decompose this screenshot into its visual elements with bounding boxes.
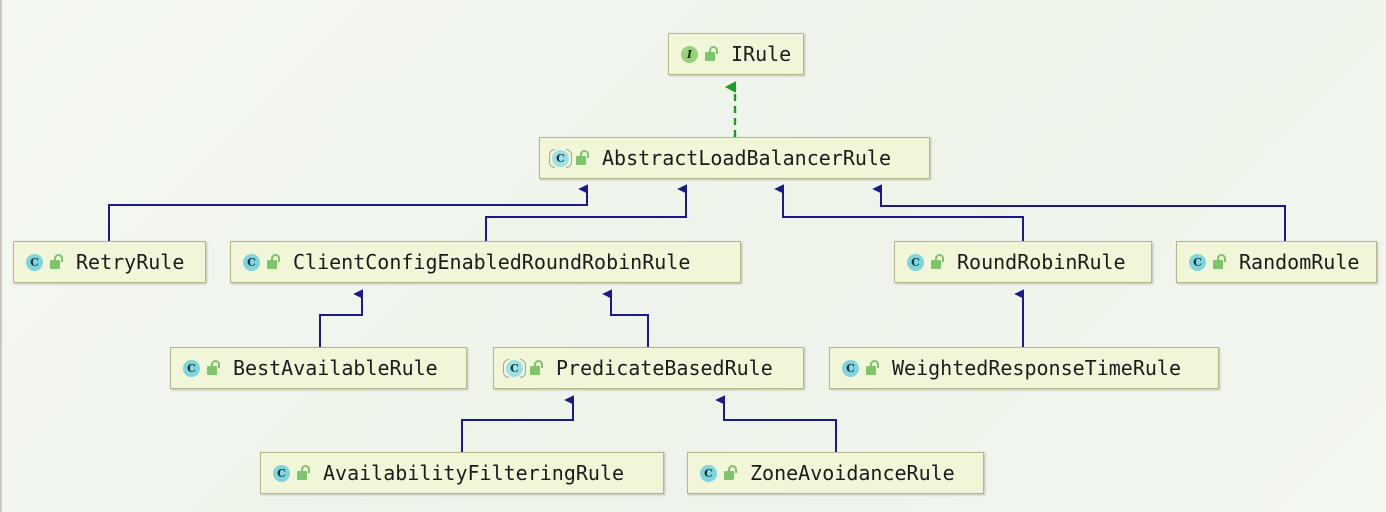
edge-zoneavoidancerule-to-predicatebasedrule (715, 395, 837, 452)
class-icon: C (24, 252, 45, 273)
class-node-label: PredicateBasedRule (556, 356, 773, 380)
node-icons-abstractloadbalancerrule: C (549, 148, 591, 169)
class-node-label: ClientConfigEnabledRoundRobinRule (293, 250, 691, 274)
class-node-bestavailablerule[interactable]: C BestAvailableRule (170, 347, 467, 389)
public-lock-icon (207, 360, 222, 376)
class-icon: C (905, 252, 926, 273)
node-icons-retryrule: C (24, 252, 65, 273)
edge-roundrobinrule-to-abstractloadbalancerrule (774, 184, 1024, 241)
public-lock-icon (297, 465, 312, 481)
class-icon: C (241, 252, 262, 273)
class-icon: C (840, 358, 861, 379)
edge-retryrule-to-abstractloadbalancerrule (108, 184, 589, 241)
class-node-zoneavoidancerule[interactable]: C ZoneAvoidanceRule (687, 452, 984, 494)
edge-randomrule-to-abstractloadbalancerrule (872, 184, 1286, 241)
class-node-label: WeightedResponseTimeRule (892, 356, 1181, 380)
public-lock-icon (50, 254, 65, 270)
class-node-label: RandomRule (1239, 250, 1360, 274)
class-node-predicatebasedrule[interactable]: C PredicateBasedRule (493, 347, 804, 389)
node-icons-clientconfigenabledroundrobinrule: C (241, 252, 282, 273)
node-icons-bestavailablerule: C (181, 358, 222, 379)
class-node-label: IRule (731, 42, 792, 66)
node-icons-weightedresponsetimerule: C (840, 358, 881, 379)
class-node-weightedresponsetimerule[interactable]: C WeightedResponseTimeRule (829, 347, 1219, 389)
node-icons-predicatebasedrule: C (503, 358, 545, 379)
class-node-label: AbstractLoadBalancerRule (602, 146, 891, 170)
class-icon: C (698, 463, 719, 484)
class-icon: C (181, 358, 202, 379)
node-icons-zoneavoidancerule: C (698, 463, 739, 484)
public-lock-icon (724, 465, 739, 481)
public-lock-icon (530, 360, 545, 376)
class-node-label: RetryRule (76, 250, 185, 274)
node-icons-randomrule: C (1187, 252, 1228, 273)
public-lock-icon (705, 46, 720, 62)
class-node-randomrule[interactable]: C RandomRule (1176, 241, 1377, 283)
public-lock-icon (576, 150, 591, 166)
public-lock-icon (866, 360, 881, 376)
class-node-availabilityfilteringrule[interactable]: C AvailabilityFilteringRule (260, 452, 664, 494)
edge-bestavailablerule-to-clientconfigenabledroundrobinrule (319, 289, 364, 347)
class-icon: C (1187, 252, 1208, 273)
edge-availabilityfilteringrule-to-predicatebasedrule (461, 395, 575, 452)
node-icons-availabilityfilteringrule: C (271, 463, 312, 484)
class-icon: C (271, 463, 292, 484)
edge-predicatebasedrule-to-clientconfigenabledroundrobinrule (602, 289, 649, 347)
class-node-retryrule[interactable]: C RetryRule (13, 241, 206, 283)
interface-icon: I (679, 44, 700, 65)
class-node-clientconfigenabledroundrobinrule[interactable]: C ClientConfigEnabledRoundRobinRule (230, 241, 741, 283)
class-node-label: BestAvailableRule (233, 356, 438, 380)
abstract-class-icon: C (549, 148, 572, 169)
class-node-label: ZoneAvoidanceRule (750, 461, 955, 485)
public-lock-icon (1213, 254, 1228, 270)
class-node-irule[interactable]: I IRule (668, 33, 804, 75)
edge-clientconfigenabledroundrobinrule-to-abstractloadbalancerrule (485, 184, 688, 241)
public-lock-icon (931, 254, 946, 270)
node-icons-irule: I (679, 44, 720, 65)
class-node-label: RoundRobinRule (957, 250, 1126, 274)
class-node-roundrobinrule[interactable]: C RoundRobinRule (894, 241, 1152, 283)
node-icons-roundrobinrule: C (905, 252, 946, 273)
class-node-abstractloadbalancerrule[interactable]: C AbstractLoadBalancerRule (539, 137, 930, 179)
class-node-label: AvailabilityFilteringRule (323, 461, 625, 485)
abstract-class-icon: C (503, 358, 526, 379)
public-lock-icon (267, 254, 282, 270)
